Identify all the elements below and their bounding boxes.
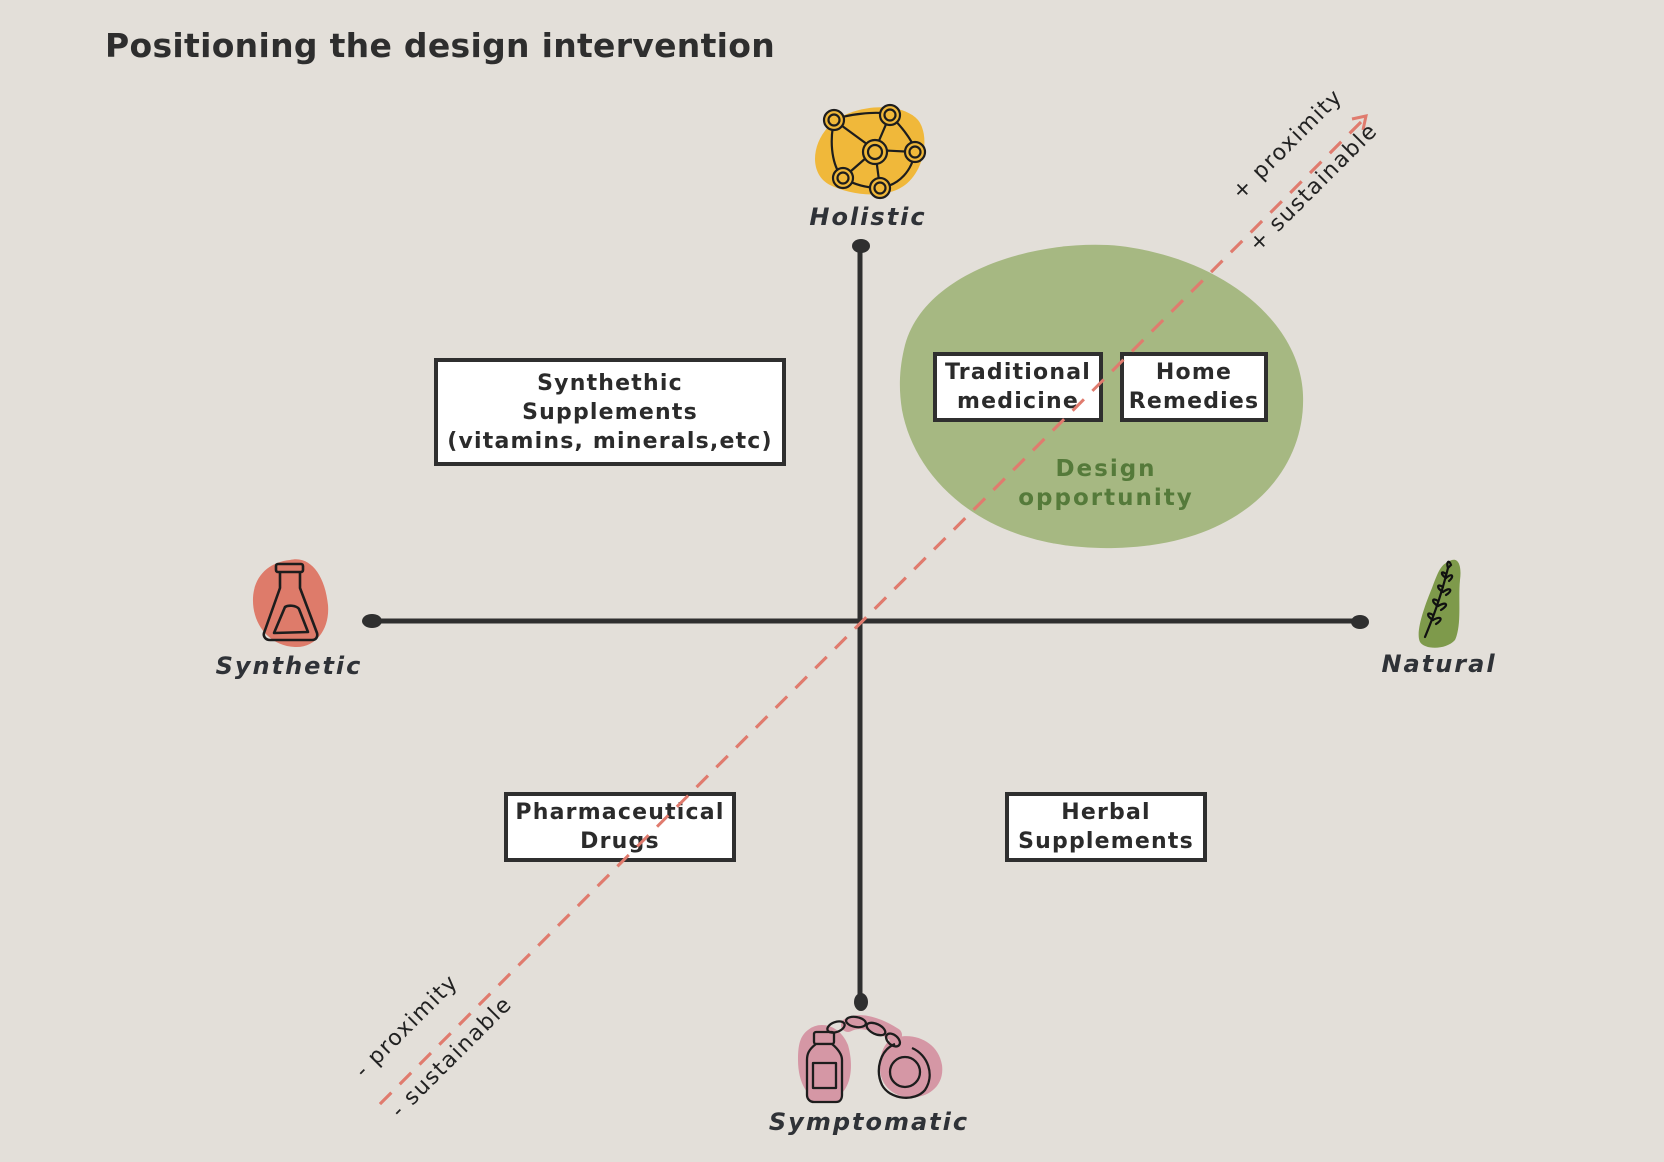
pharmaceutical-drugs-box: Pharmaceutical Drugs bbox=[504, 792, 736, 862]
design-opportunity-label: Design opportunity bbox=[1018, 456, 1194, 511]
home-remedies-box: Home Remedies bbox=[1120, 352, 1268, 422]
vertical-axis-top-end bbox=[852, 239, 870, 253]
holistic-label: Holistic bbox=[809, 203, 927, 231]
symptomatic-label: Symptomatic bbox=[768, 1108, 970, 1136]
horizontal-axis-right-end bbox=[1351, 615, 1369, 629]
flask-icon bbox=[252, 559, 329, 648]
natural-label: Natural bbox=[1381, 650, 1497, 678]
diagonal-arrow-head-icon bbox=[1351, 114, 1368, 131]
synthetic-label: Synthetic bbox=[215, 652, 363, 680]
traditional-medicine-box: Traditional medicine bbox=[933, 352, 1103, 422]
medicine-bottle-handcuff-icon bbox=[798, 1015, 943, 1104]
page-title: Positioning the design intervention bbox=[105, 26, 776, 65]
synthetic-supplements-box: Synthethic Supplements (vitamins, minera… bbox=[434, 358, 786, 466]
network-nodes-icon bbox=[815, 103, 927, 200]
diagonal-axis bbox=[378, 119, 1364, 1106]
vertical-axis-bottom-end bbox=[854, 993, 868, 1011]
horizontal-axis-left-end bbox=[362, 614, 382, 628]
leaf-sprig-icon bbox=[1418, 559, 1461, 648]
herbal-supplements-box: Herbal Supplements bbox=[1005, 792, 1207, 862]
